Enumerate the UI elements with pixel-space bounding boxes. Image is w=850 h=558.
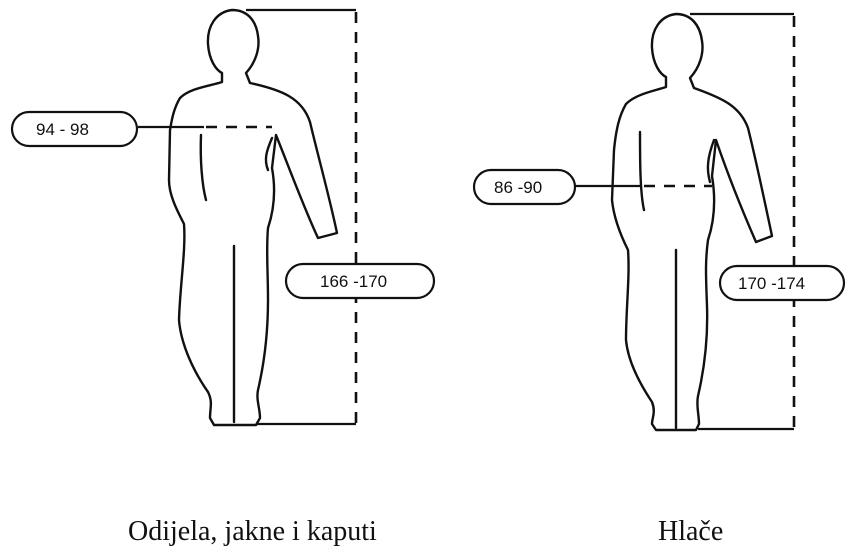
figure-right: 86 -90 170 -174: [474, 14, 844, 430]
caption-trousers: Hlače: [658, 516, 723, 548]
arm-line-left: [201, 135, 206, 200]
height-label-text-right: 170 -174: [738, 274, 805, 293]
figure-left: 94 - 98 166 -170: [12, 10, 434, 425]
caption-suits-jackets-coats: Odijela, jakne i kaputi: [128, 516, 377, 548]
chest-label-text: 94 - 98: [36, 120, 89, 139]
body-outline-left: [169, 10, 337, 425]
arm-line-right: [640, 132, 644, 210]
waist-label-text: 86 -90: [494, 178, 542, 197]
torso-line-left: [266, 138, 272, 170]
height-label-text-left: 166 -170: [320, 272, 387, 291]
body-outline-right: [612, 14, 772, 430]
